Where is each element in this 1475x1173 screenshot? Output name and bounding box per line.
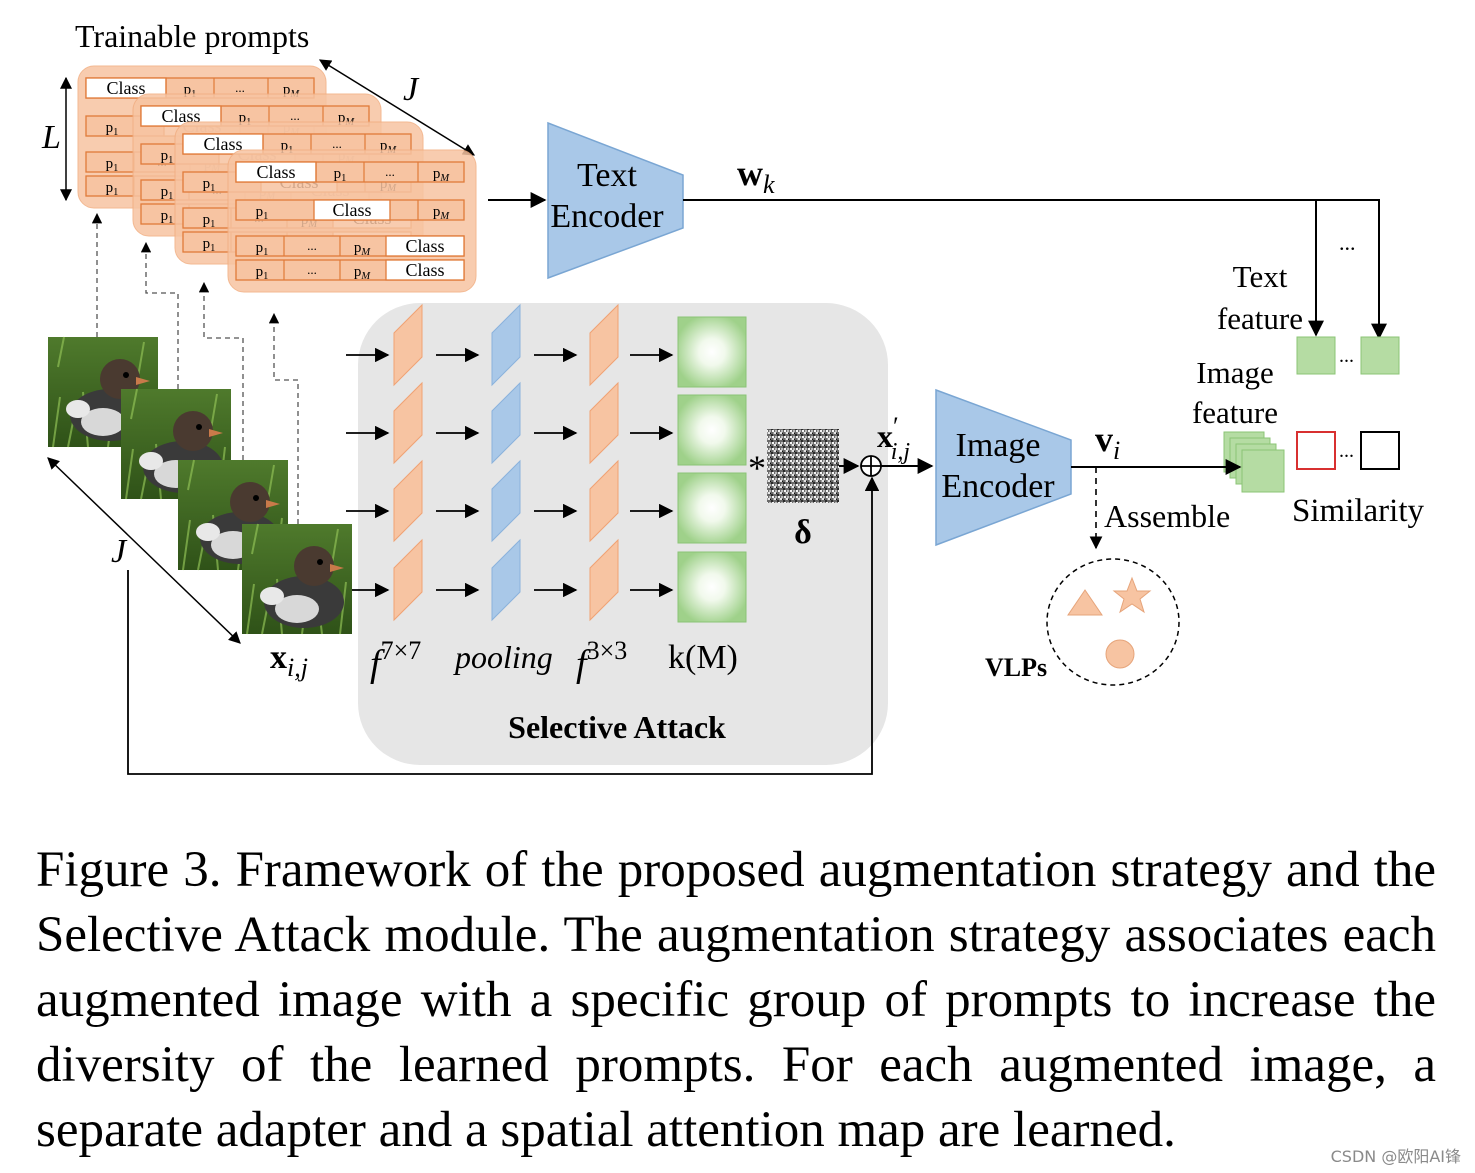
L-label: L: [41, 119, 61, 156]
text-feature-box-1: [1296, 336, 1336, 375]
J-label-bottom: J: [111, 533, 128, 570]
pooling-block: [491, 303, 521, 387]
pooling-block: [491, 381, 521, 465]
conv7x7-block: [393, 538, 423, 622]
pooling-block: [491, 459, 521, 543]
prompt-p1-token: p1: [161, 184, 174, 202]
prompt-class-token: Class: [106, 78, 145, 98]
text-encoder-label-line1: Text: [577, 157, 637, 194]
image-feature-stack: [1223, 431, 1285, 493]
attention-map: [677, 472, 747, 544]
circle-shape: [1105, 639, 1135, 669]
prompt-class-token: Class: [203, 134, 242, 154]
image-prompt-links: [91, 212, 299, 524]
vi-label: vi: [1095, 419, 1120, 465]
image-encoder: [935, 388, 1072, 547]
prompt-p1-token: p1: [256, 264, 269, 282]
conv3x3-block: [589, 459, 619, 543]
prompt-p1-token: p1: [106, 180, 119, 198]
conv7x7-block: [393, 381, 423, 465]
image-feature-label-1: Image: [1196, 355, 1273, 390]
text-feature-box-2: [1360, 336, 1400, 375]
triangle-shape: [1067, 589, 1103, 616]
prompt-p1-token: p1: [161, 208, 174, 226]
attack-layers: [346, 303, 747, 623]
dots-feature: ...: [1339, 345, 1354, 367]
similarity-box-2: [1360, 431, 1400, 470]
selective-attack-label: Selective Attack: [508, 709, 726, 745]
attention-map: [677, 316, 747, 388]
similarity-box-1: [1296, 431, 1336, 470]
prompt-pM-token: pM: [354, 240, 372, 258]
wk-label: wk: [737, 153, 775, 199]
star-operator: *: [748, 448, 766, 488]
trainable-prompts-label: Trainable prompts: [75, 18, 309, 54]
prompt-dots: ...: [307, 262, 317, 277]
pooling-block: [491, 538, 521, 622]
delta-label: δ: [794, 514, 812, 551]
perturbation-delta: [767, 429, 839, 503]
prompt-class-token: Class: [161, 106, 200, 126]
prompt-p1-token: p1: [161, 148, 174, 166]
conv7x7-block: [393, 303, 423, 387]
conv7x7-block: [393, 459, 423, 543]
prompt-class-token: Class: [405, 260, 444, 280]
dots-top: ...: [1339, 230, 1356, 255]
prompt-p1-token: p1: [334, 166, 347, 184]
text-encoder-label-line2: Encoder: [550, 198, 664, 235]
J-label-top: J: [403, 71, 420, 108]
dots-similarity: ...: [1339, 440, 1354, 462]
conv3x3-block: [589, 381, 619, 465]
conv3x3-block: [589, 303, 619, 387]
kM-label: k(M): [668, 639, 738, 676]
image-feature-label-2: feature: [1192, 395, 1278, 430]
similarity-label: Similarity: [1292, 493, 1425, 529]
pooling-label: pooling: [453, 639, 553, 675]
prompt-p1-token: p1: [203, 212, 216, 230]
text-encoder: [547, 121, 684, 280]
x-label: xi,j: [270, 639, 308, 682]
vlps-label: VLPs: [985, 653, 1047, 682]
framework-diagram: Trainable prompts L J Classp1...pMp1Clas…: [41, 18, 1425, 775]
prompt-p1-token: p1: [106, 156, 119, 174]
attention-map: [677, 394, 747, 466]
assemble-label: Assemble: [1104, 498, 1230, 534]
prompt-class-token: Class: [405, 236, 444, 256]
selective-attack-panel: [358, 303, 888, 765]
image-encoder-label-line1: Image: [956, 427, 1041, 464]
image-encoder-label-line2: Encoder: [941, 468, 1055, 505]
prompt-pM-token: pM: [354, 264, 372, 282]
prompt-p1-token: p1: [203, 236, 216, 254]
star-shape: [1112, 576, 1152, 614]
attention-map: [677, 551, 747, 623]
prompt-pM-token: pM: [433, 204, 451, 222]
prompt-dots: ...: [307, 238, 317, 253]
x-prime-label: x′i,j: [877, 412, 910, 465]
prompt-dots: ...: [290, 108, 300, 123]
prompt-p1-token: p1: [106, 120, 119, 138]
image-stack: [47, 336, 353, 635]
prompt-dots: ...: [385, 164, 395, 179]
prompt-pM-token: pM: [433, 166, 451, 184]
prompt-dots: ...: [332, 136, 342, 151]
text-feature-label-1: Text: [1233, 259, 1288, 294]
prompt-class-token: Class: [256, 162, 295, 182]
prompt-class-token: Class: [332, 200, 371, 220]
figure-caption: Figure 3. Framework of the proposed augm…: [36, 842, 1436, 1158]
watermark: CSDN @欧阳AI锋: [1330, 1147, 1461, 1166]
prompt-p1-token: p1: [256, 204, 269, 222]
prompt-p1-token: p1: [256, 240, 269, 258]
vlps-ellipse: [1046, 558, 1180, 686]
prompt-p1-token: p1: [203, 176, 216, 194]
prompt-stack: Classp1...pMp1ClasspMp1...pMClassp1...pM…: [77, 65, 477, 293]
text-feature-label-2: feature: [1217, 301, 1303, 336]
conv3x3-block: [589, 538, 619, 622]
prompt-dots: ...: [235, 80, 245, 95]
